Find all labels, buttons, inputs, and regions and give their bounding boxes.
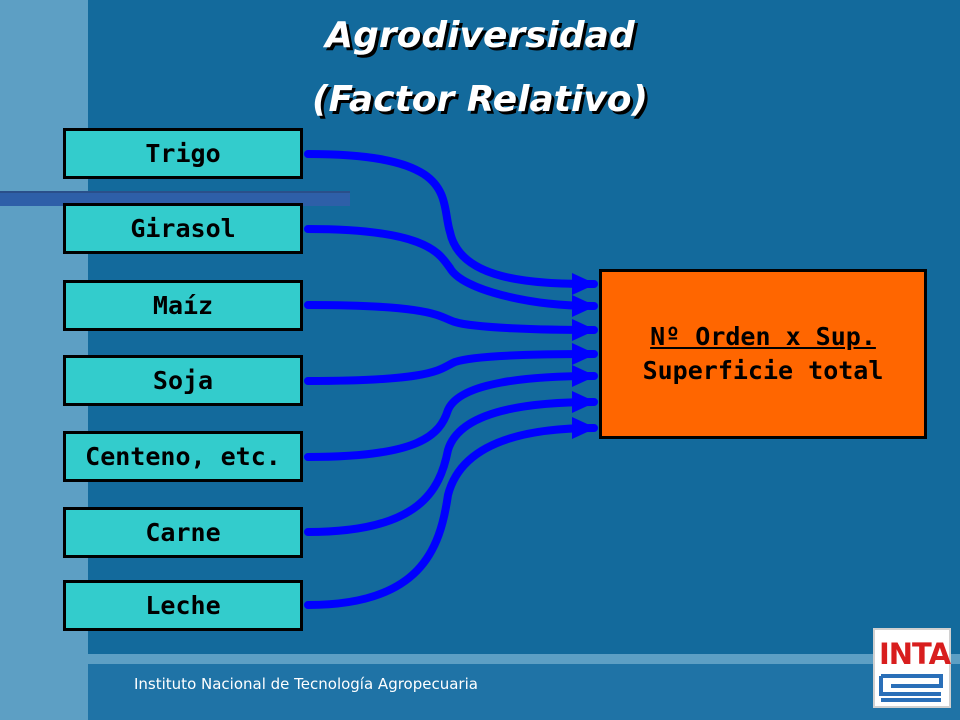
formula-numerator: Nº Orden x Sup. (650, 322, 876, 351)
arrow-soja (304, 343, 598, 385)
inta-logo: INTA (873, 628, 951, 708)
formula-denominator: Superficie total (642, 356, 884, 385)
arrow-centeno (304, 365, 598, 461)
footer-band (88, 664, 960, 720)
footer-institution: Instituto Nacional de Tecnología Agropec… (134, 675, 478, 693)
decorative-bar-edge (0, 191, 350, 193)
arrow-trigo (304, 150, 598, 295)
input-box-soja: Soja (63, 355, 303, 406)
input-box-leche: Leche (63, 580, 303, 631)
input-box-carne: Carne (63, 507, 303, 558)
result-box: Nº Orden x Sup. Superficie total (599, 269, 927, 439)
input-box-centeno: Centeno, etc. (63, 431, 303, 482)
arrow-carne (304, 391, 598, 536)
arrow-leche (304, 417, 598, 609)
title-line-1: Agrodiversidad (325, 15, 635, 56)
logo-stripes (879, 674, 943, 702)
bottom-decorative-band (88, 654, 960, 664)
input-box-girasol: Girasol (63, 203, 303, 254)
input-box-maiz: Maíz (63, 280, 303, 331)
input-box-trigo: Trigo (63, 128, 303, 179)
title-line-2: (Factor Relativo) (312, 79, 648, 120)
arrow-maiz (304, 301, 598, 341)
arrow-girasol (304, 225, 598, 317)
decorative-bar (0, 193, 350, 206)
logo-text: INTA (879, 637, 951, 671)
